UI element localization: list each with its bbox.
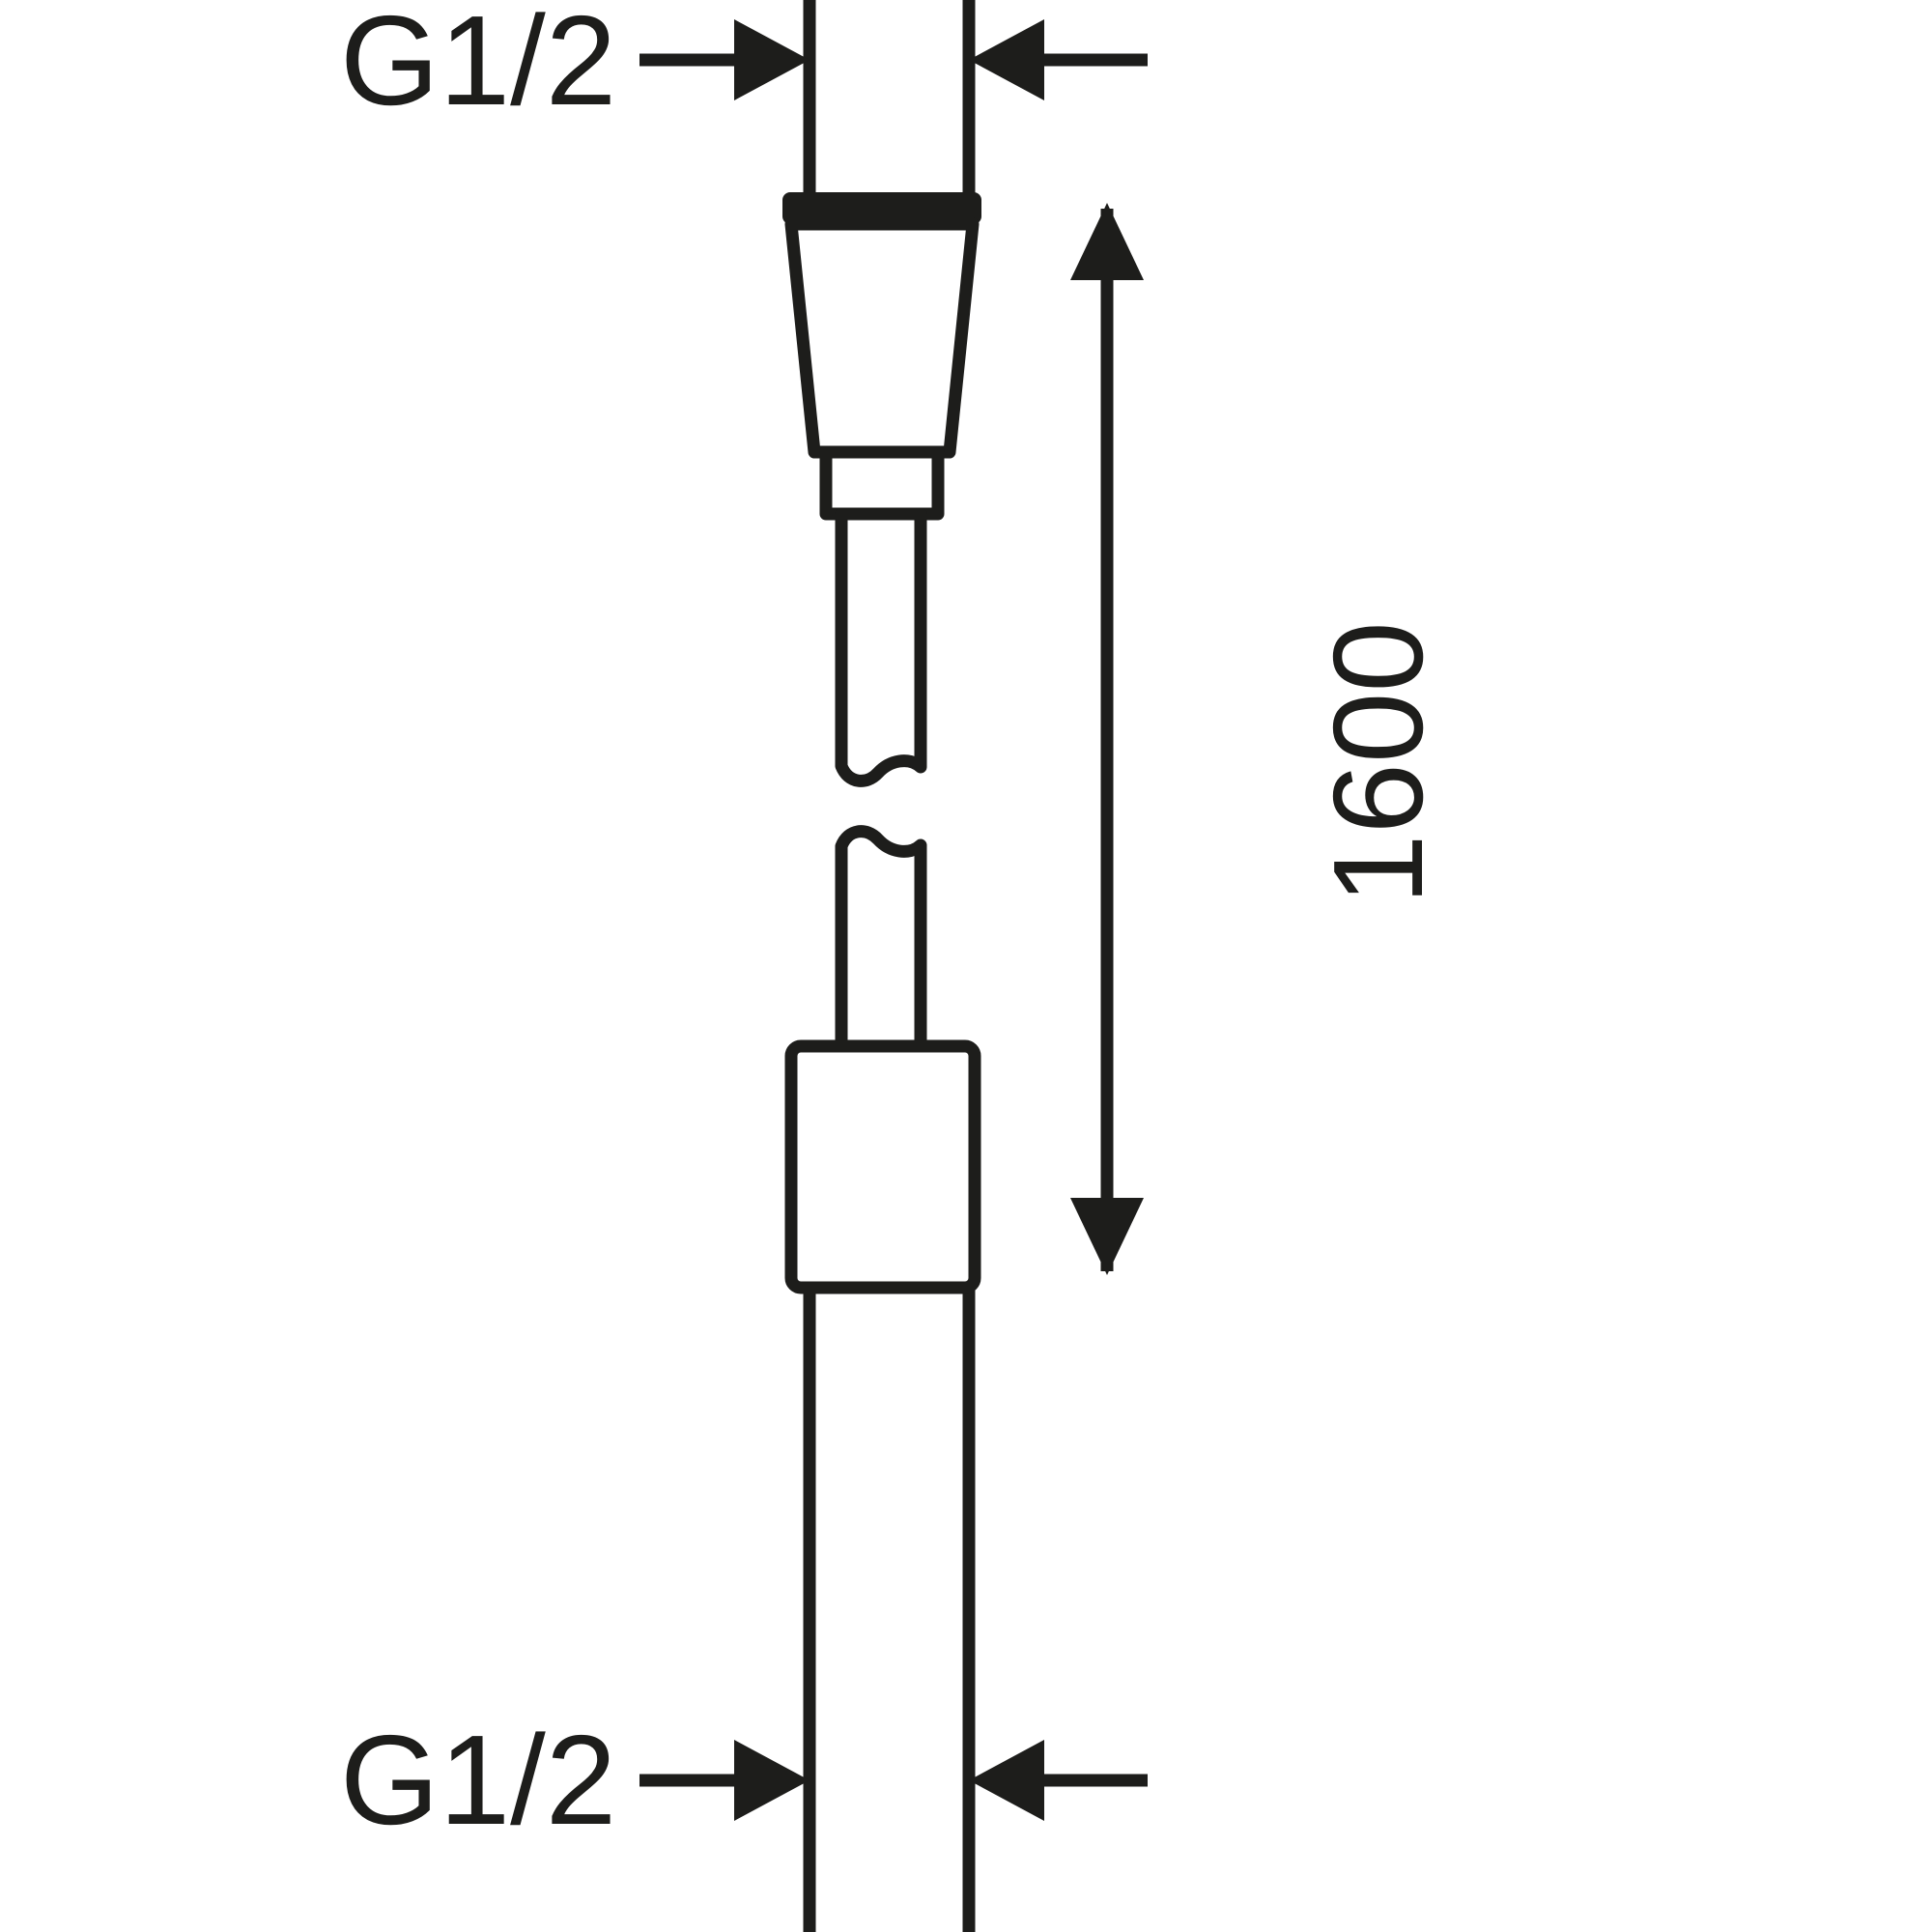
- length-label: 1600: [1307, 621, 1449, 905]
- bottom-thread-label: G1/2: [340, 1709, 616, 1851]
- length-dim-arrow-up: [1070, 203, 1144, 280]
- hose-neck: [819, 445, 945, 521]
- bottom-dim-arrow-left: [734, 1740, 810, 1821]
- hose-bottom-connector: [784, 1039, 981, 1294]
- hose-lower-segment: [835, 825, 927, 1056]
- hose-nut-cone: [784, 217, 980, 459]
- hose-nut-cap: [782, 192, 981, 224]
- top-dim-arrow-left: [734, 19, 810, 100]
- top-dim-arrow-right: [969, 19, 1044, 100]
- length-dim-arrow-down: [1070, 1198, 1144, 1275]
- top-thread-label: G1/2: [340, 0, 616, 131]
- hose-upper-segment: [835, 507, 927, 787]
- bottom-dim-arrow-right: [969, 1740, 1044, 1821]
